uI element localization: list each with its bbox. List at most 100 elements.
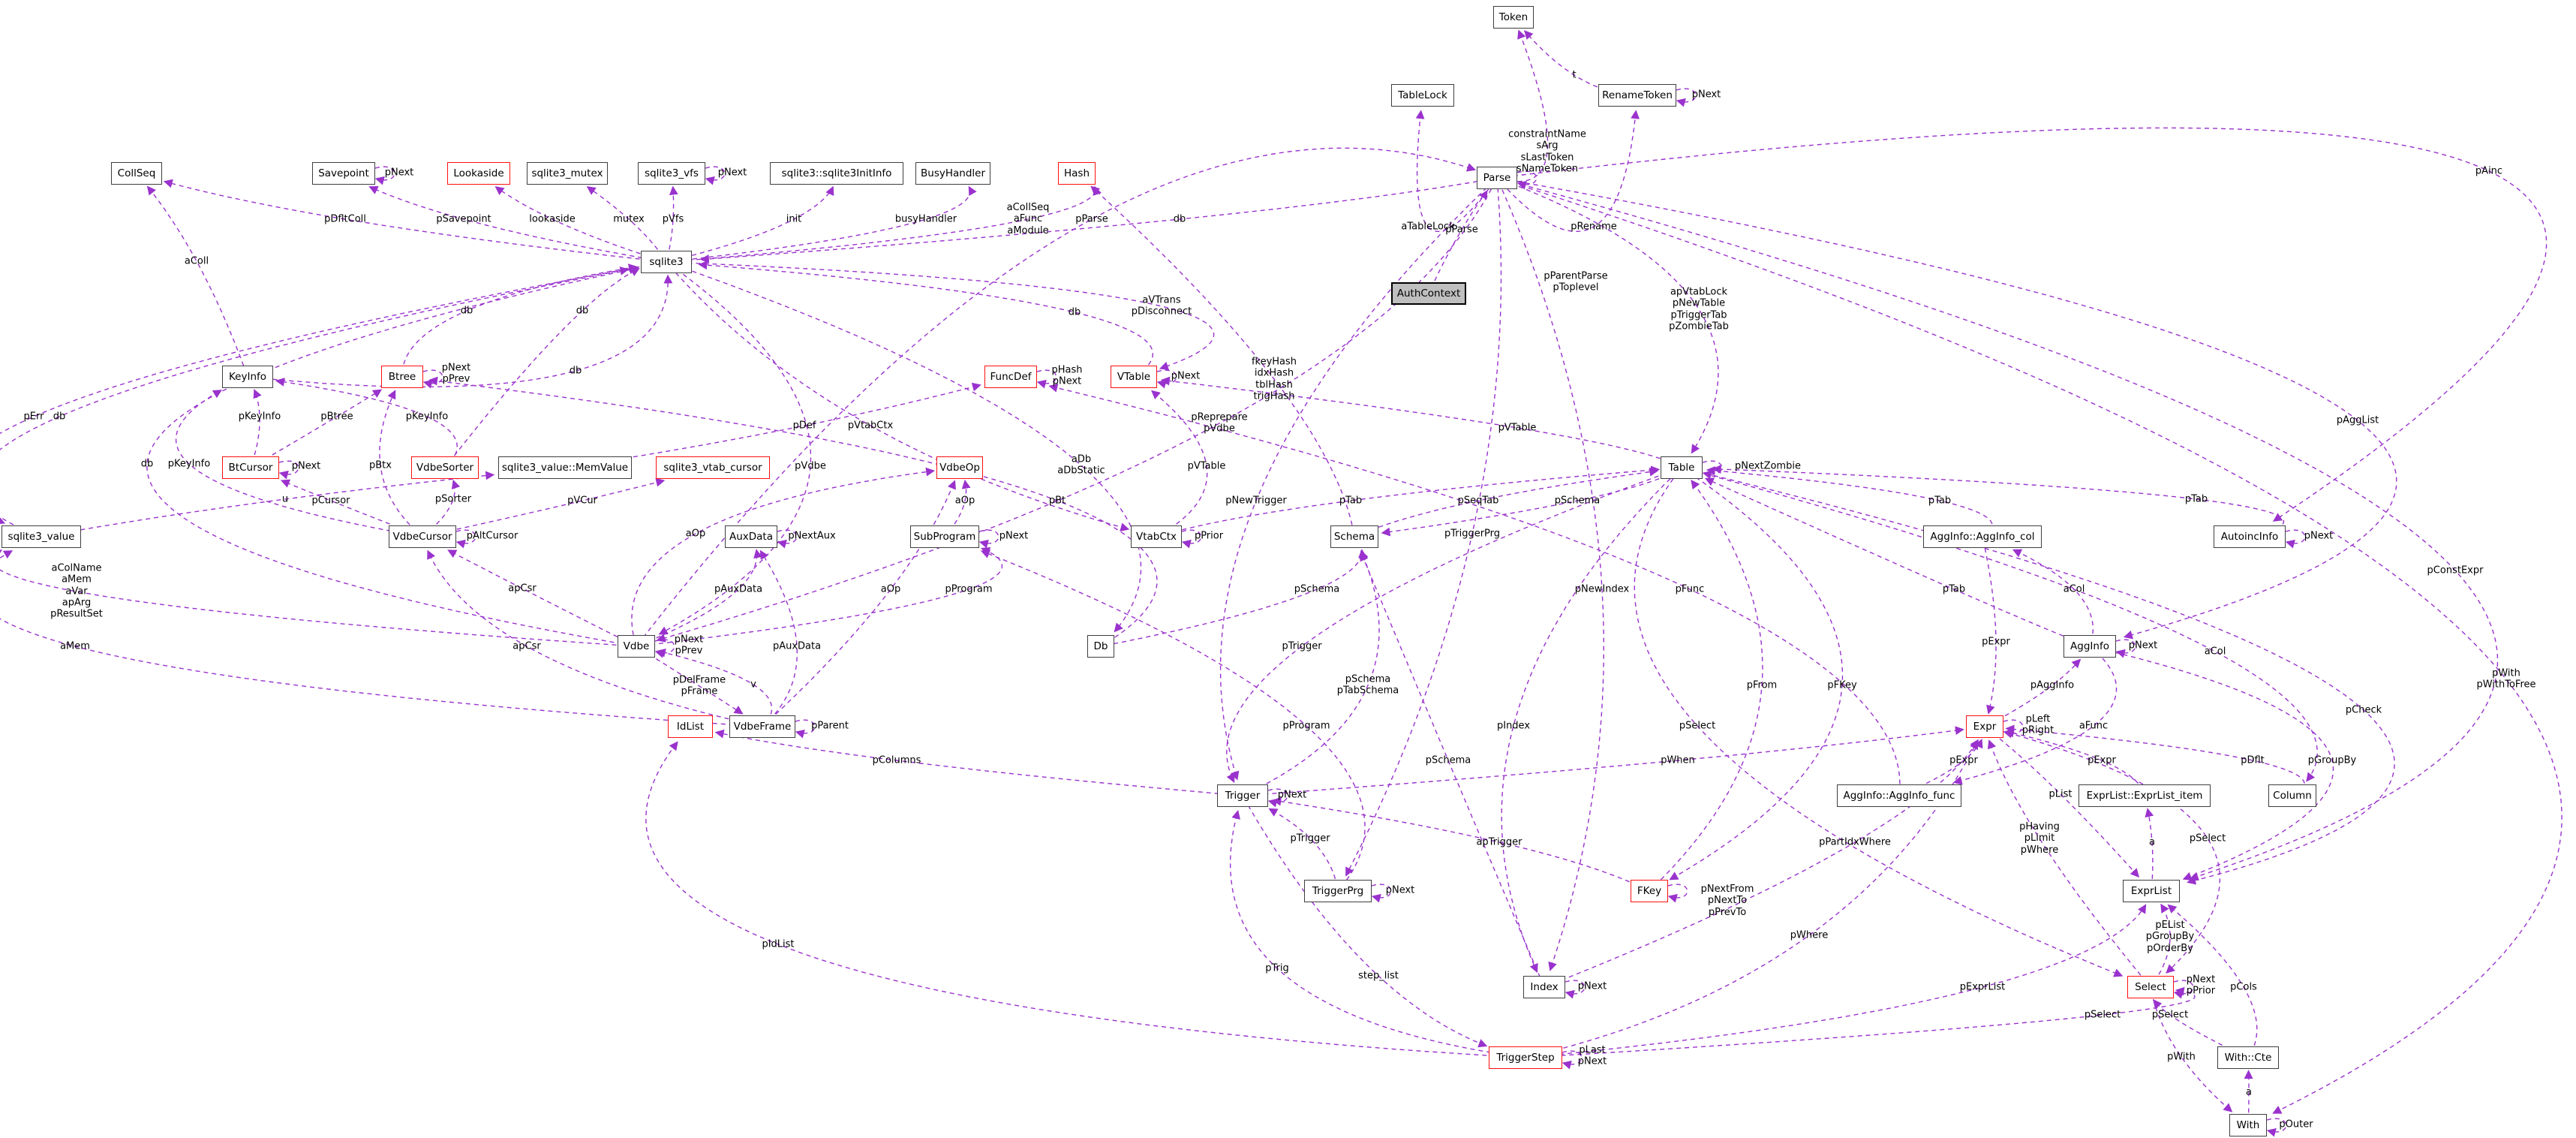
edge-Trigger-Expr: [1264, 726, 1964, 795]
edge-Vdbe-VdbeCursor: [447, 549, 618, 638]
node-ExprList_item[interactable]: ExprList::ExprList_item: [2079, 784, 2211, 807]
node-RenameToken[interactable]: RenameToken: [1598, 84, 1676, 107]
edge-VTable-VTable: [1156, 369, 1177, 389]
edge-VdbeSorter-KeyInfo: [275, 378, 458, 456]
edge-sqlite3-sqlite3_vfs: [669, 185, 678, 250]
node-VdbeCursor[interactable]: VdbeCursor: [389, 525, 456, 548]
node-Btree[interactable]: Btree: [381, 366, 423, 388]
node-sqlite3_mutex[interactable]: sqlite3_mutex: [527, 162, 608, 185]
node-AggInfo[interactable]: AggInfo: [2064, 635, 2116, 658]
node-AutoincInfo[interactable]: AutoincInfo: [2214, 525, 2286, 548]
node-VtabCtx[interactable]: VtabCtx: [1131, 525, 1182, 548]
node-FKey[interactable]: FKey: [1631, 880, 1668, 902]
edge-AggInfo-Table: [1704, 477, 2064, 637]
node-TriggerPrg[interactable]: TriggerPrg: [1304, 880, 1372, 902]
edge-Trigger-TriggerStep: [1247, 805, 1488, 1048]
edge-Parse-Index: [1501, 189, 1604, 971]
edge-sqlite3-CollSeq: [163, 179, 640, 260]
edge-FKey-FKey: [1667, 884, 1688, 903]
edge-sqlite3-VtabCtx: [675, 272, 1130, 531]
node-AuxData[interactable]: AuxData: [725, 525, 777, 548]
node-sqlite3InitInfo[interactable]: sqlite3::sqlite3InitInfo: [770, 162, 903, 185]
node-VdbeSorter[interactable]: VdbeSorter: [411, 456, 479, 479]
edge-Parse-sqlite3: [699, 180, 1478, 263]
node-AggInfo_col[interactable]: AggInfo::AggInfo_col: [1923, 525, 2042, 548]
node-Index[interactable]: Index: [1523, 976, 1565, 998]
node-sqlite3[interactable]: sqlite3: [641, 251, 692, 273]
edge-Table-ExprList: [1697, 471, 2395, 885]
edge-VdbeCursor-BtCursor: [280, 479, 390, 525]
edge-AutoincInfo-AutoincInfo: [2285, 529, 2306, 549]
edge-Trigger-Schema: [1266, 549, 1380, 784]
edge-Table-Index: [1501, 478, 1671, 974]
edge-VdbeFrame-VdbeCursor: [427, 549, 729, 720]
edge-With-With: [2266, 1118, 2287, 1137]
edge-Vdbe-VdbeOp: [631, 467, 935, 635]
node-AuthContext: AuthContext: [1391, 282, 1466, 305]
node-KeyInfo[interactable]: KeyInfo: [222, 366, 273, 388]
edge-TriggerPrg-TriggerPrg: [1371, 884, 1392, 903]
node-With[interactable]: With: [2229, 1114, 2267, 1136]
edge-ExprList_item-Expr: [2005, 728, 2139, 784]
node-BusyHandler[interactable]: BusyHandler: [915, 162, 990, 185]
edge-sqlite3-sqlite3_mutex: [586, 186, 658, 250]
edge-Table-Schema: [1381, 477, 1660, 537]
edge-Vdbe-AuxData: [656, 549, 762, 639]
edge-Parse-TableLock: [1415, 110, 1489, 232]
node-Expr[interactable]: Expr: [1966, 715, 2003, 738]
node-Lookaside[interactable]: Lookaside: [447, 162, 510, 185]
edge-Select-With: [2152, 998, 2233, 1112]
edge-Parse-Table: [1518, 185, 1719, 454]
edge-VtabCtx-VtabCtx: [1181, 529, 1202, 549]
node-sqlite3_vfs[interactable]: sqlite3_vfs: [638, 162, 705, 185]
node-BtCursor[interactable]: BtCursor: [222, 456, 279, 479]
node-Parse[interactable]: Parse: [1477, 167, 1517, 189]
node-TableLock[interactable]: TableLock: [1391, 84, 1454, 107]
node-Schema[interactable]: Schema: [1330, 525, 1378, 548]
edge-Table-Trigger: [1226, 472, 1667, 783]
edge-Db-Btree: [428, 376, 1158, 638]
edge-VTable-sqlite3: [698, 260, 1153, 366]
edge-Index-Expr: [1561, 739, 1979, 981]
node-sqlite3_vtab_cursor[interactable]: sqlite3_vtab_cursor: [656, 456, 770, 479]
node-Trigger[interactable]: Trigger: [1217, 784, 1268, 807]
edge-VtabCtx-Table: [1182, 465, 1661, 531]
edge-Vdbe-SubProgram: [651, 547, 1003, 646]
edge-Expr-AggInfo: [2004, 658, 2082, 717]
node-Savepoint[interactable]: Savepoint: [312, 162, 375, 185]
node-Hash[interactable]: Hash: [1058, 162, 1096, 185]
node-Db[interactable]: Db: [1087, 635, 1114, 658]
edge-FKey-Table: [1660, 480, 1763, 881]
node-TriggerStep[interactable]: TriggerStep: [1489, 1046, 1562, 1069]
node-Token[interactable]: Token: [1493, 6, 1534, 29]
edge-TriggerStep-Trigger: [1230, 809, 1492, 1053]
edge-VdbeCursor-VdbeCursor: [455, 529, 476, 549]
node-ExprList[interactable]: ExprList: [2123, 880, 2180, 902]
edge-sqlite3-Vdbe: [658, 273, 812, 635]
node-sqlite3_value[interactable]: sqlite3_value: [2, 525, 81, 548]
node-CollSeq[interactable]: CollSeq: [111, 162, 162, 185]
edge-AggInfo_func-FuncDef: [1048, 384, 1901, 784]
edge-TriggerStep-IdList: [645, 741, 1495, 1057]
edge-AuthContext-Parse: [1434, 190, 1488, 281]
edge-sqlite3_value-sqlite3: [0, 266, 630, 525]
node-Table[interactable]: Table: [1661, 456, 1703, 479]
edge-AggInfo_col-Expr: [1984, 548, 1997, 715]
node-FuncDef[interactable]: FuncDef: [984, 366, 1037, 388]
node-MemValue[interactable]: sqlite3_value::MemValue: [498, 456, 632, 479]
node-VdbeOp[interactable]: VdbeOp: [936, 456, 983, 479]
edge-RenameToken-RenameToken: [1676, 88, 1697, 107]
node-Select[interactable]: Select: [2127, 976, 2174, 998]
node-Vdbe[interactable]: Vdbe: [618, 635, 655, 658]
node-VdbeFrame[interactable]: VdbeFrame: [729, 715, 795, 738]
edge-AggInfo_func-Expr: [1925, 739, 1983, 784]
node-SubProgram[interactable]: SubProgram: [910, 525, 979, 548]
edge-TriggerStep-Select: [1561, 986, 2196, 1056]
node-AggInfo_func[interactable]: AggInfo::AggInfo_func: [1837, 784, 1961, 807]
edge-KeyInfo-CollSeq: [146, 185, 245, 366]
node-Column[interactable]: Column: [2268, 784, 2316, 807]
node-VTable[interactable]: VTable: [1111, 366, 1157, 388]
node-IdList[interactable]: IdList: [668, 715, 713, 738]
node-With_Cte[interactable]: With::Cte: [2217, 1046, 2279, 1069]
